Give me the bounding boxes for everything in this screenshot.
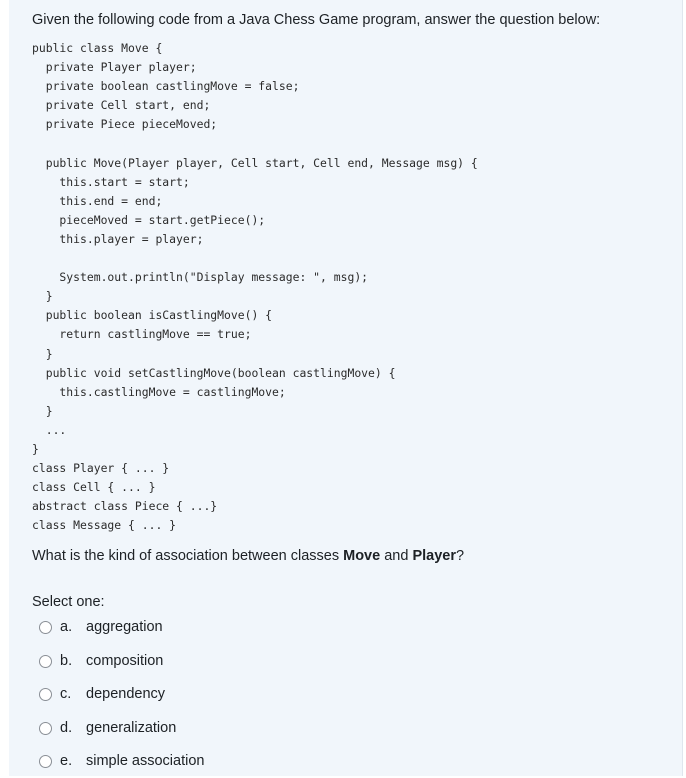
- code-line: ...: [32, 422, 67, 437]
- option-c[interactable]: c. dependency: [39, 683, 165, 705]
- option-letter: c.: [60, 686, 72, 702]
- code-line: this.start = start;: [32, 174, 190, 189]
- option-b[interactable]: b. composition: [39, 650, 163, 672]
- code-line: public boolean isCastlingMove() {: [32, 308, 273, 323]
- prompt-prefix: What is the kind of association between …: [32, 548, 344, 564]
- question-panel: Given the following code from a Java Che…: [9, 0, 683, 776]
- code-line: }: [32, 441, 39, 456]
- option-a[interactable]: a. aggregation: [39, 616, 163, 638]
- code-line: }: [32, 346, 53, 361]
- option-d[interactable]: d. generalization: [39, 717, 176, 739]
- code-line: private boolean castlingMove = false;: [32, 79, 300, 94]
- code-line: this.player = player;: [32, 231, 204, 246]
- option-text: aggregation: [86, 619, 163, 635]
- question-prompt: What is the kind of association between …: [32, 546, 464, 566]
- prompt-and: and: [380, 548, 413, 564]
- option-letter: a.: [60, 619, 73, 635]
- option-text: generalization: [86, 720, 177, 736]
- radio-button[interactable]: [39, 620, 52, 634]
- code-line: class Message { ... }: [32, 518, 177, 533]
- option-text: dependency: [86, 686, 166, 702]
- code-line: this.end = end;: [32, 193, 163, 208]
- option-text: simple association: [86, 753, 205, 769]
- code-line: this.castlingMove = castlingMove;: [32, 384, 286, 399]
- radio-button[interactable]: [39, 754, 52, 768]
- code-line: class Cell { ... }: [32, 480, 156, 495]
- code-line: private Piece pieceMoved;: [32, 117, 218, 132]
- option-letter: b.: [60, 653, 73, 669]
- select-one-label: Select one:: [32, 594, 105, 610]
- code-block: public class Move { private Player playe…: [32, 39, 478, 535]
- question-intro: Given the following code from a Java Che…: [32, 12, 601, 28]
- code-line: public class Move {: [32, 41, 163, 55]
- prompt-suffix: ?: [455, 548, 465, 564]
- option-letter: e.: [60, 753, 73, 769]
- prompt-class-a: Move: [343, 548, 381, 564]
- code-line: abstract class Piece { ...}: [32, 499, 218, 514]
- radio-button[interactable]: [39, 687, 52, 701]
- code-line: pieceMoved = start.getPiece();: [32, 212, 266, 227]
- code-line: }: [32, 403, 53, 418]
- code-line: private Player player;: [32, 60, 197, 75]
- prompt-class-b: Player: [412, 548, 456, 564]
- radio-button[interactable]: [39, 721, 52, 735]
- option-letter: d.: [60, 720, 73, 736]
- code-line: private Cell start, end;: [32, 98, 211, 113]
- code-line: public void setCastlingMove(boolean cast…: [32, 365, 396, 380]
- option-e[interactable]: e. simple association: [39, 750, 204, 772]
- code-line: System.out.println("Display message: ", …: [32, 270, 369, 285]
- code-line: }: [32, 289, 53, 304]
- radio-button[interactable]: [39, 654, 52, 668]
- code-line: public Move(Player player, Cell start, C…: [32, 155, 478, 170]
- code-line: return castlingMove == true;: [32, 327, 252, 342]
- option-text: composition: [86, 653, 164, 669]
- code-line: class Player { ... }: [32, 461, 170, 476]
